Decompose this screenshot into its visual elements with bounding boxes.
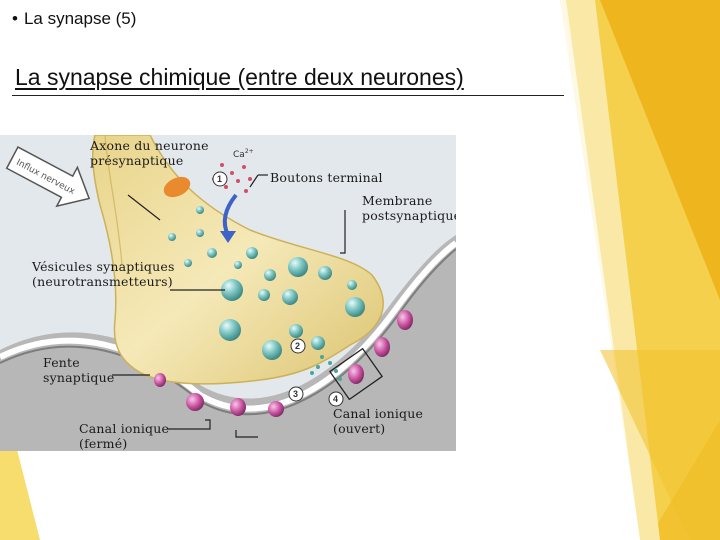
label-canal-ouvert: Canal ionique (ouvert) xyxy=(333,406,423,436)
channel-closed xyxy=(154,373,166,387)
label-axone: Axone du neurone présynaptique xyxy=(90,138,209,168)
channel-closed xyxy=(230,398,246,416)
synapse-drawing: Influx nerveux Ca2+ xyxy=(0,135,456,451)
step-markers: 1 2 3 4 xyxy=(212,171,344,407)
channel-open xyxy=(397,310,413,330)
label-canal-ouvert-line1: Canal ionique xyxy=(333,406,424,421)
label-boutons: Boutons terminal xyxy=(270,170,383,185)
calcium-label: Ca2+ xyxy=(233,148,254,160)
step-1: 1 xyxy=(217,174,222,184)
label-canal-ferme-line1: Canal ionique xyxy=(79,421,170,436)
label-axone-line2: présynaptique xyxy=(90,153,184,168)
open-channel-box xyxy=(328,347,384,401)
leader-lines xyxy=(112,174,346,438)
slide-heading: • La synapse (5) xyxy=(12,9,136,29)
label-membrane-line1: Membrane xyxy=(362,193,433,208)
label-canal-ferme: Canal ionique (fermé) xyxy=(79,421,169,451)
label-membrane-line2: postsynaptique xyxy=(362,208,456,223)
channel-open xyxy=(348,364,364,384)
label-axone-line1: Axone du neurone xyxy=(90,138,209,153)
label-membrane: Membrane postsynaptique xyxy=(362,193,456,223)
title-underline xyxy=(12,95,564,96)
channel-closed xyxy=(268,401,284,417)
postsynaptic-membrane xyxy=(0,240,456,412)
bullet-marker: • xyxy=(12,9,18,28)
step-2: 2 xyxy=(295,341,300,351)
label-fente: Fente synaptique xyxy=(43,355,114,385)
channel-open xyxy=(374,337,390,357)
step-4: 4 xyxy=(333,394,338,404)
presynaptic-terminal xyxy=(91,135,384,385)
label-vesicules: Vésicules synaptiques (neurotransmetteur… xyxy=(32,259,175,289)
mitochondrion xyxy=(163,176,191,198)
synaptic-vesicles xyxy=(168,206,365,360)
channel-closed xyxy=(186,393,204,411)
label-fente-line1: Fente xyxy=(43,355,80,370)
label-fente-line2: synaptique xyxy=(43,370,115,385)
label-canal-ouvert-line2: (ouvert) xyxy=(333,421,386,436)
label-vesicules-line1: Vésicules synaptiques xyxy=(32,259,175,274)
label-canal-ferme-line2: (fermé) xyxy=(79,436,128,451)
neurotransmitters xyxy=(310,355,342,381)
ion-channels xyxy=(154,310,413,417)
heading-text: La synapse (5) xyxy=(23,9,137,28)
slide-title: La synapse chimique (entre deux neurones… xyxy=(15,64,464,90)
step-3: 3 xyxy=(293,389,298,399)
synapse-illustration: Influx nerveux Ca2+ xyxy=(0,135,456,451)
label-vesicules-line2: (neurotransmetteurs) xyxy=(32,274,173,289)
